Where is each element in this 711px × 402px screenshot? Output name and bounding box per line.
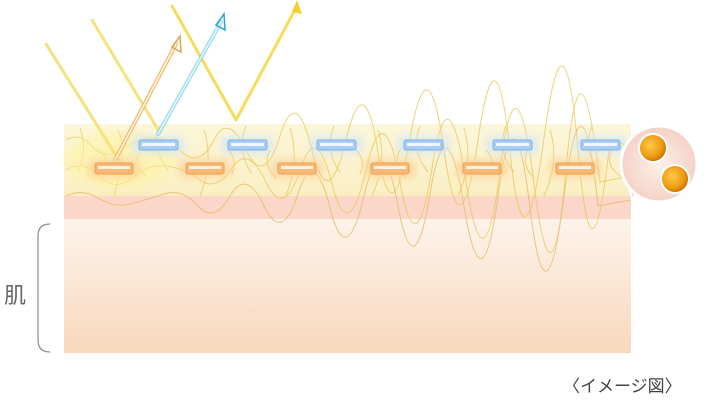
- yellow-light-ray: [90, 18, 162, 135]
- particle-magnifier-icon: [619, 124, 699, 204]
- orange-pigment: [456, 159, 508, 178]
- orange-pigment: [364, 159, 416, 178]
- blue-pigment: [310, 136, 362, 154]
- blue-pigment: [486, 136, 538, 154]
- arrowhead-icon: [292, 0, 302, 14]
- blue-pigment: [397, 136, 449, 154]
- image-caption: 〈イメージ図〉: [563, 377, 682, 397]
- orange-pigment: [88, 159, 140, 178]
- blue-pigments: [132, 136, 626, 154]
- orange-reflected-ray: [111, 33, 182, 166]
- blue-pigment: [132, 136, 184, 154]
- skin-label: 肌: [4, 284, 27, 309]
- yellow-light-ray: [170, 4, 299, 122]
- blue-pigment: [574, 136, 626, 154]
- arrowhead-icon: [170, 33, 182, 54]
- orange-pigment: [271, 159, 323, 178]
- blue-reflected-ray: [156, 11, 226, 136]
- skin-bracket: [37, 223, 51, 353]
- arrowhead-icon: [214, 11, 226, 32]
- skin-layer: [64, 219, 631, 353]
- orange-pigment: [179, 159, 231, 178]
- particle: [638, 133, 668, 163]
- orange-pigment: [549, 159, 601, 178]
- blue-pigment: [221, 136, 273, 154]
- skin-surface-band: [64, 192, 631, 219]
- particle: [660, 164, 690, 194]
- yellow-light-ray: [44, 42, 124, 167]
- light-rays: [44, 0, 302, 167]
- orange-pigments: [88, 159, 601, 178]
